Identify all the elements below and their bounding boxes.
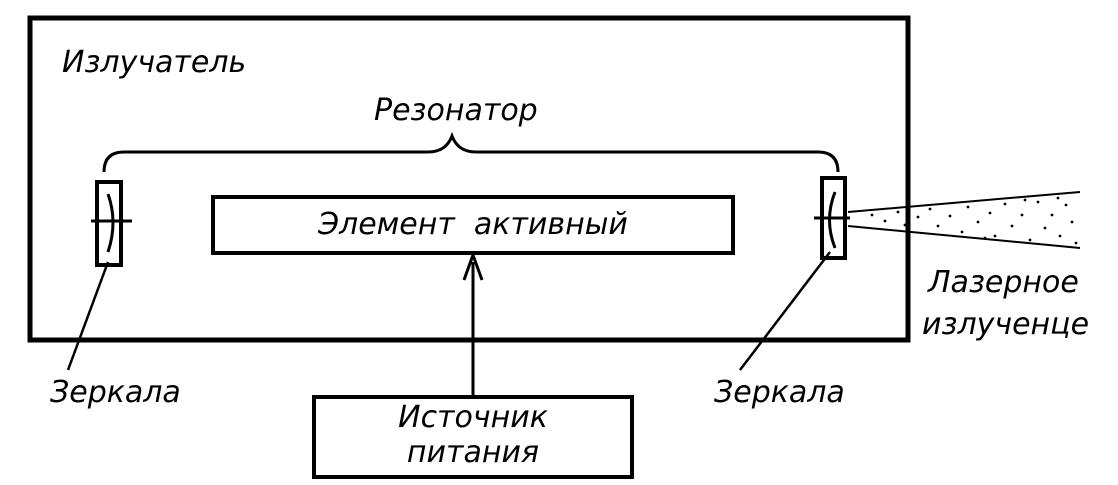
- laser-output-label-line2: излученце: [922, 307, 1090, 342]
- right-mirror: [814, 176, 850, 260]
- emitter-box: [27, 15, 911, 343]
- power-arrow: [462, 250, 484, 397]
- left-mirror-leader: [66, 261, 110, 371]
- laser-beam: [847, 191, 1081, 249]
- power-source-label-line1: Источник: [398, 400, 548, 435]
- resonator-brace: [102, 131, 840, 173]
- right-mirror-leader: [739, 251, 831, 371]
- mirror-right-label: Зеркала: [714, 375, 845, 410]
- power-source-label-line2: питания: [406, 435, 540, 470]
- power-source-box: [312, 395, 634, 479]
- mirror-left-label: Зеркала: [50, 375, 181, 410]
- active-element-label: Элемент активный: [318, 207, 628, 242]
- emitter-label: Излучатель: [62, 45, 247, 80]
- left-mirror: [91, 180, 132, 267]
- resonator-label: Резонатор: [374, 93, 538, 128]
- laser-output-label-line1: Лазерное: [928, 265, 1079, 300]
